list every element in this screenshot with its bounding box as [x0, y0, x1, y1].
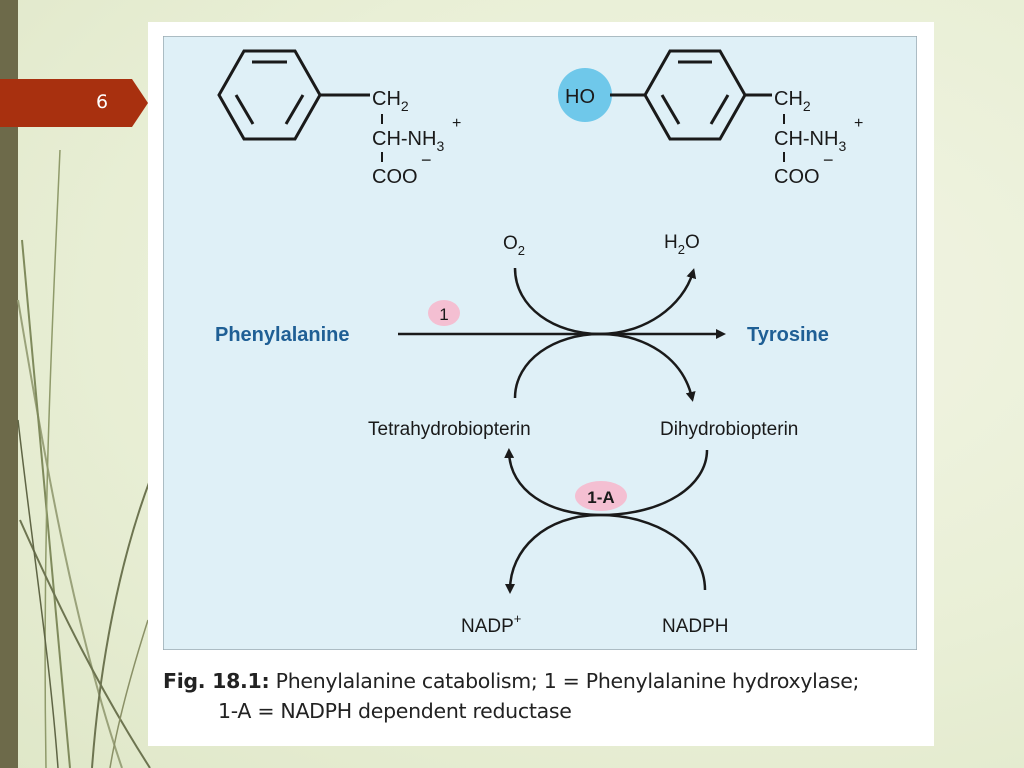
tyr-negative-charge: − [823, 150, 834, 170]
tyr-positive-charge: + [854, 115, 863, 132]
product-label: Tyrosine [747, 324, 829, 346]
tyrosine-structure: HO CH2 CH-NH3 + COO − [558, 49, 863, 188]
caption-line-1: Phenylalanine catabolism; 1 = Phenylalan… [269, 669, 860, 693]
enzyme-1a-badge [575, 481, 627, 511]
tyr-ch2-subscript: 2 [803, 98, 811, 114]
nadph-label: NADPH [662, 616, 729, 637]
nadp-arc [505, 513, 601, 594]
phe-nh3-subscript: 3 [436, 138, 444, 154]
left-accent-bar [0, 0, 18, 768]
enzyme-1-badge [428, 300, 460, 326]
oxygen-label: O2 [503, 233, 525, 258]
tetrahydrobiopterin-arc [513, 332, 601, 399]
hydroxyl-highlight [558, 68, 612, 122]
figure-number: Fig. 18.1: [163, 669, 270, 693]
tyr-ch2-label: CH [774, 88, 803, 110]
tetrahydrobiopterin-label: Tetrahydrobiopterin [368, 419, 531, 440]
phenylalanine-pathway-diagram: CH2 CH-NH3 + COO − HO CH2 CH-NH3 + COO −… [163, 36, 917, 650]
figure-caption: Fig. 18.1: Phenylalanine catabolism; 1 =… [163, 666, 923, 726]
nadp-label: NADP+ [461, 611, 521, 637]
slide-number-tag [0, 79, 148, 127]
svg-text:CH2: CH2 [774, 88, 811, 114]
tyr-ch-nh3-label: CH-NH [774, 128, 838, 150]
slide-number: 6 [96, 91, 109, 113]
phe-ch2-label: CH [372, 88, 401, 110]
caption-line-2: 1-A = NADPH dependent reductase [218, 699, 572, 723]
phe-ch-nh3-label: CH-NH [372, 128, 436, 150]
dihydrobiopterin-label: Dihydrobiopterin [660, 419, 798, 440]
phe-negative-charge: − [421, 150, 432, 170]
water-label: H2O [664, 232, 700, 257]
phe-positive-charge: + [452, 115, 461, 132]
phe-ch2-subscript: 2 [401, 98, 409, 114]
grass-decoration [17, 149, 151, 768]
phe-coo-label: COO [372, 166, 418, 188]
tyr-coo-label: COO [774, 166, 820, 188]
svg-text:CH-NH3: CH-NH3 [372, 128, 444, 154]
tyr-hydroxyl-label: HO [565, 86, 595, 108]
svg-text:CH-NH3: CH-NH3 [774, 128, 846, 154]
enzyme-1a-label: 1-A [587, 488, 614, 507]
dihydrobiopterin-arc [599, 332, 696, 402]
svg-text:CH2: CH2 [372, 88, 409, 114]
tyr-nh3-subscript: 3 [838, 138, 846, 154]
enzyme-1-label: 1 [439, 305, 448, 324]
phenylalanine-structure: CH2 CH-NH3 + COO − [217, 49, 461, 188]
substrate-label: Phenylalanine [215, 324, 350, 346]
nadph-arc [599, 513, 707, 591]
